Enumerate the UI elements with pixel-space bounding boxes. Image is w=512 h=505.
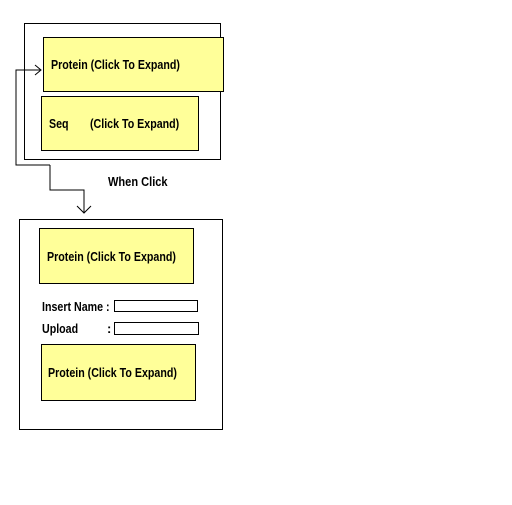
seq-label: Seq (49, 116, 69, 131)
protein-expanded-header-panel[interactable]: Protein (Click To Expand) (39, 228, 194, 284)
insert-name-input[interactable] (114, 300, 198, 312)
return-arrow-line (15, 69, 50, 166)
protein-expanded-header-label: Protein (Click To Expand) (47, 248, 176, 264)
protein-expand-panel[interactable]: Protein (Click To Expand) (43, 37, 224, 92)
upload-input[interactable] (114, 322, 199, 335)
insert-name-label: Insert Name : (42, 299, 110, 314)
protein-expanded-footer-label: Protein (Click To Expand) (48, 365, 177, 380)
protein-expanded-footer-panel[interactable]: Protein (Click To Expand) (41, 344, 196, 401)
return-arrow-head (34, 64, 42, 76)
seq-expand-panel[interactable]: Seq (Click To Expand) (41, 96, 199, 151)
upload-colon: : (107, 321, 112, 336)
protein-expand-label: Protein (Click To Expand) (51, 57, 180, 72)
down-arrow-head (76, 205, 92, 214)
when-click-label: When Click (108, 174, 168, 189)
seq-expand-label: (Click To Expand) (90, 116, 180, 131)
upload-label: Upload (42, 321, 79, 336)
down-arrow-line (49, 165, 85, 213)
